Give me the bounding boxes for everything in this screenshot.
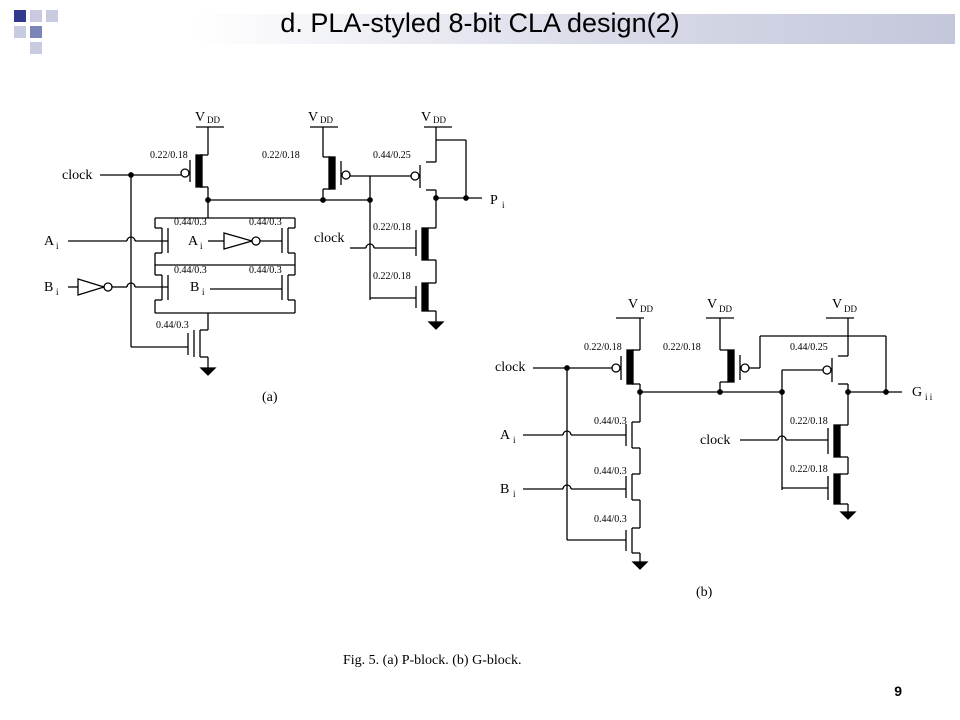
- p-input-a2-sub: i: [200, 241, 203, 251]
- g-size-outn1: 0.22/0.18: [790, 416, 828, 427]
- title-bar: [60, 14, 955, 44]
- p-vdd1-sub: DD: [207, 115, 220, 125]
- g-output-label: G: [912, 385, 922, 400]
- p-size-keeper: 0.44/0.25: [373, 150, 411, 161]
- g-clock-label: clock: [495, 360, 525, 375]
- slide-logo: [0, 0, 80, 60]
- g-input-b-sub: i: [513, 489, 516, 499]
- g-size-nb: 0.44/0.3: [594, 466, 627, 477]
- g-vdd2: V: [707, 297, 717, 312]
- p-size-pre2: 0.22/0.18: [262, 150, 300, 161]
- g-block-label: (b): [696, 585, 713, 600]
- p-output-label: P: [490, 193, 498, 208]
- g-output-sub: i i: [925, 392, 933, 402]
- page-number: 9: [894, 683, 902, 699]
- p-size-foot: 0.44/0.3: [156, 320, 189, 331]
- g-size-pre2: 0.22/0.18: [663, 342, 701, 353]
- p-size-nbinv: 0.44/0.3: [174, 265, 207, 276]
- p-size-na: 0.44/0.3: [174, 217, 207, 228]
- g-vdd1-sub: DD: [640, 304, 653, 314]
- g-vdd3-sub: DD: [844, 304, 857, 314]
- p-size-outn2: 0.22/0.18: [373, 271, 411, 282]
- slide-title: d. PLA-styled 8-bit CLA design(2): [280, 8, 680, 38]
- g-size-pre1: 0.22/0.18: [584, 342, 622, 353]
- g-input-a-sub: i: [513, 435, 516, 445]
- p-size-nainv: 0.44/0.3: [249, 217, 282, 228]
- p-vdd3: V: [421, 110, 431, 125]
- g-input-a: A: [500, 428, 511, 443]
- p-size-outn1: 0.22/0.18: [373, 222, 411, 233]
- p-input-a: A: [44, 234, 55, 249]
- p-size-nb: 0.44/0.3: [249, 265, 282, 276]
- g-vdd1: V: [628, 297, 638, 312]
- g-block: V DD V DD V DD 0.22/0.18 clock 0.22/0.18: [495, 297, 933, 600]
- p-input-b: B: [44, 280, 53, 295]
- g-vdd3: V: [832, 297, 842, 312]
- g-clock2-label: clock: [700, 433, 730, 448]
- g-vdd2-sub: DD: [719, 304, 732, 314]
- p-input-b2-sub: i: [202, 287, 205, 297]
- p-vdd2-sub: DD: [320, 115, 333, 125]
- p-block: V DD V DD V DD 0.22/0.18 clock 0.22/0.18: [44, 110, 505, 405]
- p-vdd2: V: [308, 110, 318, 125]
- p-input-b-sub: i: [56, 287, 59, 297]
- p-clock-label: clock: [62, 168, 92, 183]
- g-size-foot: 0.44/0.3: [594, 514, 627, 525]
- p-input-b2: B: [190, 280, 199, 295]
- p-input-a-sub: i: [56, 241, 59, 251]
- p-clock2-label: clock: [314, 231, 344, 246]
- g-size-outn2: 0.22/0.18: [790, 464, 828, 475]
- g-size-keeper: 0.44/0.25: [790, 342, 828, 353]
- p-vdd3-sub: DD: [433, 115, 446, 125]
- g-input-b: B: [500, 482, 509, 497]
- figure-caption: Fig. 5. (a) P-block. (b) G-block.: [343, 653, 521, 668]
- g-size-na: 0.44/0.3: [594, 416, 627, 427]
- p-output-sub: i: [502, 200, 505, 210]
- p-block-label: (a): [262, 390, 278, 405]
- p-vdd1: V: [195, 110, 205, 125]
- p-size-pre1: 0.22/0.18: [150, 150, 188, 161]
- p-input-a2: A: [188, 234, 199, 249]
